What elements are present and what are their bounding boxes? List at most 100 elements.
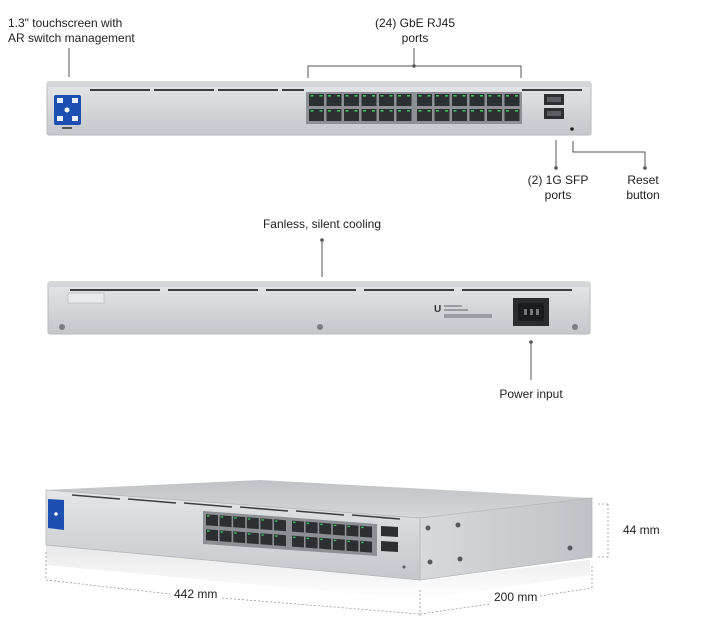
front-top-edge (47, 82, 591, 87)
port-led-icon (427, 110, 431, 112)
port-led-icon (398, 110, 401, 112)
port-led-icon (261, 534, 264, 536)
port-led-icon (220, 531, 224, 533)
port-led-icon (310, 95, 314, 97)
port-led-icon (247, 533, 251, 535)
port-led-icon (261, 519, 264, 521)
reset-callout-line2: button (626, 188, 660, 202)
rj45-port (469, 94, 485, 106)
port-led-icon (497, 110, 501, 112)
rj45-port (360, 540, 372, 553)
rj45-port (305, 521, 318, 534)
rj45-port (319, 522, 332, 535)
rj45-port (361, 94, 377, 106)
port-led-icon (389, 110, 393, 112)
ubiquiti-logo-icon: U (434, 304, 441, 315)
port-led-icon (361, 526, 364, 529)
rj45-port (417, 109, 432, 121)
rj45-port (434, 94, 450, 106)
port-led-icon (328, 95, 331, 97)
port-led-icon (319, 95, 323, 97)
port-led-icon (347, 525, 350, 528)
port-led-icon (347, 540, 350, 543)
port-led-icon (488, 95, 492, 97)
port-led-icon (506, 110, 509, 112)
port-led-icon (293, 521, 296, 524)
cooling-callout: Fanless, silent cooling (262, 217, 382, 231)
touchscreen-icon (54, 95, 81, 129)
port-led-icon (306, 537, 310, 540)
port-led-icon (354, 110, 358, 112)
power-callout: Power input (499, 387, 563, 401)
port-led-icon (320, 538, 323, 541)
port-led-icon (320, 523, 323, 526)
sfp-callout-line1: (2) 1G SFP (527, 173, 589, 187)
height-dimension-label: 44 mm (623, 523, 660, 537)
port-led-icon (310, 110, 314, 112)
rj45-port (504, 94, 520, 106)
rear-view: U (47, 281, 591, 335)
port-led-icon (337, 110, 340, 112)
rj45-port (396, 109, 412, 121)
port-led-icon (345, 110, 349, 112)
port-led-icon (462, 95, 466, 97)
front-vent-slots (90, 89, 582, 91)
sfp-callout-line2: ports (544, 188, 572, 202)
rj45-callout-line2: ports (401, 31, 429, 45)
rj45-port (292, 520, 304, 533)
port-led-icon (247, 518, 251, 520)
rear-screws (59, 324, 578, 330)
perspective-touchscreen-icon (48, 499, 64, 530)
port-led-icon (207, 515, 210, 517)
reset-callout-line1: Reset (627, 173, 659, 187)
rj45-port (504, 109, 520, 121)
rj45-port (344, 94, 359, 106)
rj45-port (309, 109, 324, 121)
regulatory-marks (444, 305, 492, 318)
top-face (46, 480, 592, 518)
rj45-port (469, 109, 485, 121)
rj45-port (309, 94, 324, 106)
rj45-port (346, 539, 359, 552)
port-led-icon (506, 95, 509, 97)
power-socket-icon (513, 298, 549, 326)
port-led-icon (361, 541, 364, 544)
port-led-icon (418, 95, 422, 97)
dimension-lines (45, 503, 609, 616)
port-led-icon (418, 110, 422, 112)
port-led-icon (275, 535, 278, 537)
rj45-port (292, 535, 304, 548)
port-led-icon (497, 95, 501, 97)
port-led-icon (207, 530, 210, 532)
perspective-vent-slots (71, 494, 401, 520)
port-led-icon (427, 95, 431, 97)
rear-vent-slots (70, 289, 572, 291)
rj45-port (361, 109, 377, 121)
port-led-icon (462, 110, 466, 112)
rj45-port (326, 94, 342, 106)
rj45-ports-front (309, 94, 520, 121)
serial-label (67, 292, 105, 304)
rj45-port (346, 524, 359, 537)
port-led-icon (453, 95, 457, 97)
rj45-port (246, 532, 259, 545)
port-led-icon (337, 95, 340, 97)
sfp-ports (544, 94, 564, 119)
depth-dimension-label: 200 mm (494, 590, 538, 604)
port-led-icon (354, 95, 358, 97)
rj45-port (332, 523, 345, 536)
port-led-icon (436, 110, 439, 112)
port-led-icon (471, 95, 474, 97)
port-led-icon (471, 110, 474, 112)
rj45-port (434, 109, 450, 121)
front-callout-lines (68, 48, 647, 170)
rj45-port (274, 534, 286, 547)
port-led-icon (372, 95, 375, 97)
port-led-icon (234, 532, 237, 534)
side-face (419, 497, 593, 581)
port-led-icon (407, 110, 410, 112)
port-led-icon (480, 110, 483, 112)
rear-callout-lines (320, 238, 533, 380)
rj45-port (487, 109, 502, 121)
rj45-port (326, 109, 342, 121)
